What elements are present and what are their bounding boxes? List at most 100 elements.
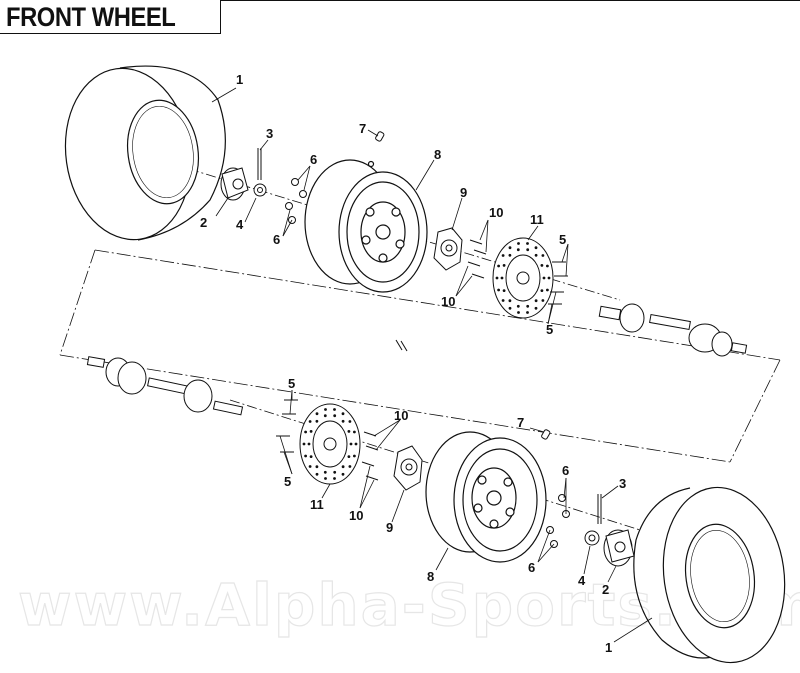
disc-hole <box>497 288 500 292</box>
disc-hole <box>534 246 538 250</box>
callout-10-lower-a: 10 <box>394 408 408 423</box>
callout-8-upper: 8 <box>434 147 441 162</box>
hub-cap-lower <box>603 529 635 567</box>
cotter-pin-upper <box>257 148 262 180</box>
disc-hole <box>526 304 530 308</box>
castle-nut-lower <box>584 530 600 546</box>
disc-hole <box>501 254 505 257</box>
disc-bolts-upper <box>548 261 568 305</box>
disc-hole <box>308 465 312 468</box>
disc-hole <box>540 289 544 292</box>
disc-hole <box>324 477 327 480</box>
disc-hole <box>516 304 520 308</box>
header-rule <box>221 0 800 1</box>
drive-shaft-lower <box>86 356 244 416</box>
callout-5-lower-b: 5 <box>284 474 291 489</box>
callout-4-upper: 4 <box>236 217 244 232</box>
disc-hole <box>500 276 504 280</box>
callout-10-upper-b: 10 <box>441 294 455 309</box>
disc-hole <box>302 442 306 446</box>
callout-10-upper-a: 10 <box>489 205 503 220</box>
disc-hole <box>542 276 546 280</box>
disc-hole <box>546 288 549 292</box>
disc-hole <box>315 419 319 423</box>
rim-upper <box>304 159 428 293</box>
disc-hole <box>547 276 551 280</box>
disc-hole <box>353 454 356 458</box>
brake-disc-holes-lower <box>302 408 358 480</box>
disc-hole <box>348 420 352 423</box>
disc-hole <box>323 414 327 418</box>
disc-hole <box>309 430 313 433</box>
disc-hole <box>517 311 520 314</box>
disc-hole <box>324 408 327 411</box>
disc-hole <box>508 299 512 303</box>
callout-7-upper: 7 <box>359 121 366 136</box>
disc-hole <box>304 454 307 458</box>
disc-hole <box>502 264 506 267</box>
disc-hole <box>333 414 337 418</box>
callout-2-upper: 2 <box>200 215 207 230</box>
disc-hole <box>348 465 352 468</box>
disc-hole <box>526 248 530 252</box>
callout-11-upper: 11 <box>530 212 544 227</box>
hub-studs-upper <box>467 239 487 279</box>
callout-1-upper: 1 <box>236 72 243 87</box>
disc-hole <box>307 442 311 446</box>
hub-cap-upper <box>220 167 249 201</box>
disc-hole <box>541 254 545 257</box>
callout-11-lower: 11 <box>310 497 324 512</box>
disc-hole <box>516 248 520 252</box>
disc-hole <box>341 412 345 416</box>
disc-hole <box>508 306 512 310</box>
cotter-pin-lower <box>597 494 602 524</box>
callout-6-lower-b: 6 <box>528 560 535 575</box>
disc-hole <box>304 430 307 434</box>
callout-4-lower: 4 <box>578 573 586 588</box>
brake-disc-upper <box>492 237 554 319</box>
callout-8-lower: 8 <box>427 569 434 584</box>
disc-hole <box>526 242 529 245</box>
disc-hole <box>354 442 358 446</box>
disc-hole <box>526 311 529 314</box>
disc-hole <box>315 412 319 416</box>
title-box: FRONT WHEEL <box>0 0 221 34</box>
wheel-hub-upper <box>433 227 463 271</box>
disc-hole <box>508 246 512 250</box>
disc-hole <box>546 264 549 268</box>
disc-hole <box>333 408 336 411</box>
disc-hole <box>323 470 327 474</box>
axis-break-marks <box>395 339 408 352</box>
disc-hole <box>308 420 312 423</box>
disc-hole <box>495 276 499 280</box>
callouts: 1 2 3 4 6 6 7 8 9 10 10 11 5 5 5 5 10 10… <box>200 72 626 655</box>
castle-nut-upper <box>253 183 267 197</box>
disc-hole <box>517 242 520 245</box>
disc-hole <box>497 264 500 268</box>
callout-2-lower: 2 <box>602 582 609 597</box>
callout-3-upper: 3 <box>266 126 273 141</box>
disc-hole <box>341 472 345 476</box>
disc-hole <box>353 430 356 434</box>
disc-hole <box>502 289 506 292</box>
callout-9-upper: 9 <box>460 185 467 200</box>
hub-studs-lower <box>361 431 379 481</box>
disc-hole <box>341 419 345 423</box>
disc-hole <box>534 299 538 303</box>
callout-7-lower: 7 <box>517 415 524 430</box>
tire-upper <box>64 65 226 241</box>
disc-hole <box>315 472 319 476</box>
callout-10-lower-b: 10 <box>349 508 363 523</box>
disc-hole <box>508 253 512 257</box>
callout-5-upper-b: 5 <box>546 322 553 337</box>
disc-hole <box>333 477 336 480</box>
disc-hole <box>315 465 319 469</box>
leader-lines <box>211 87 653 643</box>
callout-3-lower: 3 <box>619 476 626 491</box>
disc-hole <box>534 253 538 257</box>
valve-stem-lower <box>541 429 551 440</box>
diagram-title: FRONT WHEEL <box>6 2 176 32</box>
drive-shaft-upper <box>598 303 748 357</box>
